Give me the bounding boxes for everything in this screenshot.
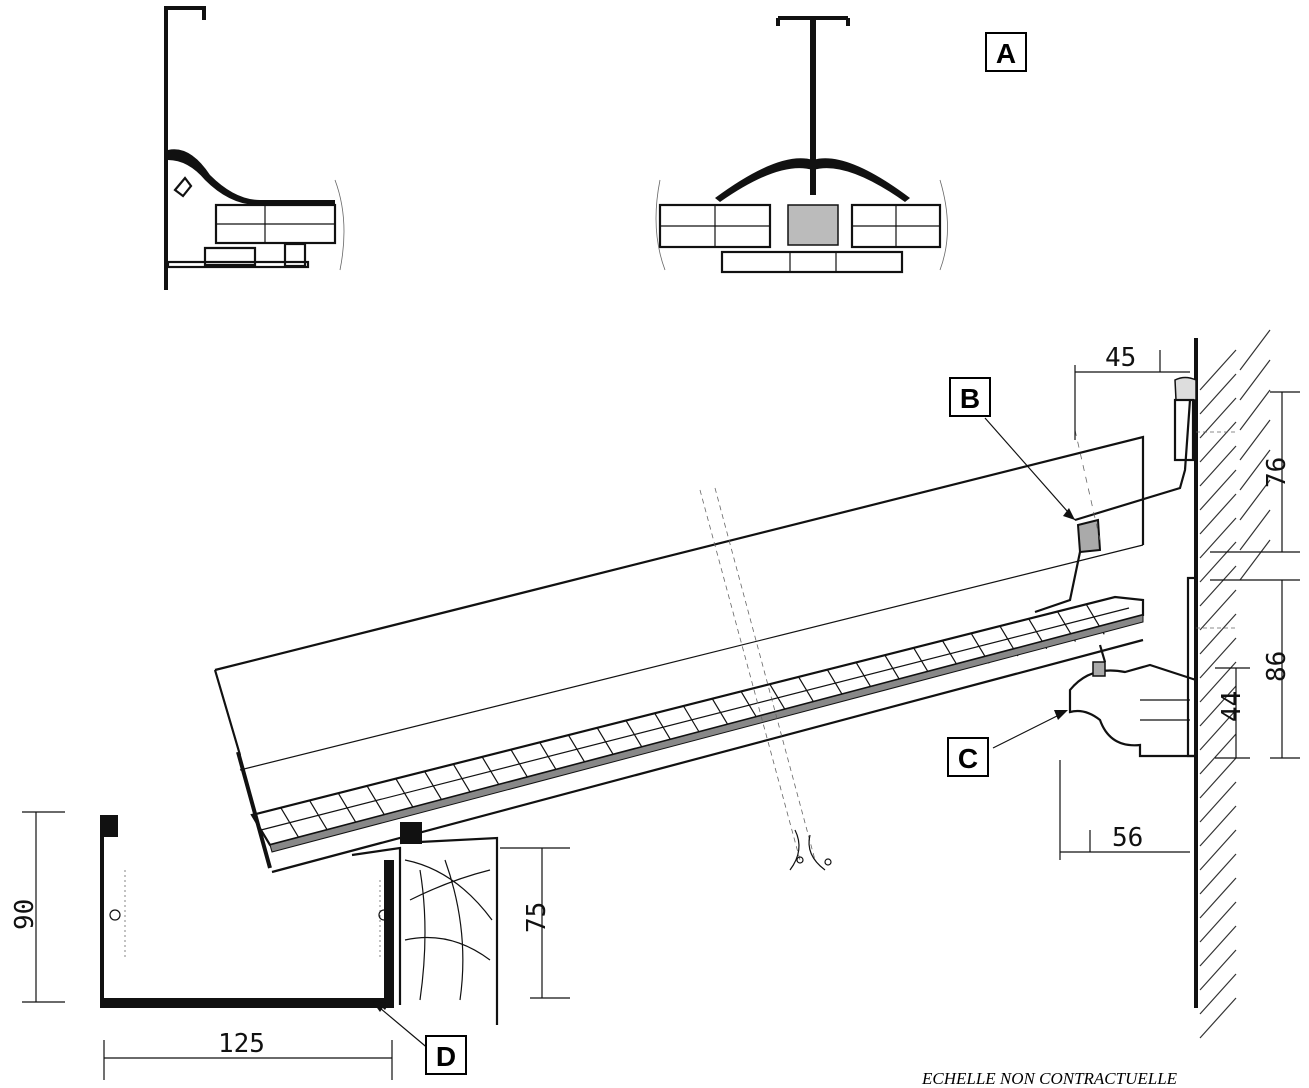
dim-90: 90 <box>10 899 40 930</box>
dimension-upper-height: 76 <box>1210 391 1300 553</box>
label-b: B <box>949 377 991 417</box>
detail-t-profile <box>655 16 948 274</box>
label-c-text: C <box>958 743 978 774</box>
dim-125: 125 <box>218 1029 265 1059</box>
dimension-seal-height: 44 <box>1215 667 1250 759</box>
dimension-gutter-height: 90 <box>10 811 65 1003</box>
dim-45: 45 <box>1105 343 1136 373</box>
dimension-bracket-height: 75 <box>500 847 570 999</box>
label-d-text: D <box>436 1041 456 1072</box>
gutter <box>100 815 394 1010</box>
detail-wall-profile <box>164 6 345 290</box>
dim-75: 75 <box>522 902 552 933</box>
dimension-gutter-width: 125 <box>103 1029 393 1080</box>
leader-lines <box>372 417 1076 1051</box>
label-d: D <box>425 1035 467 1075</box>
label-c: C <box>947 737 989 777</box>
dim-44: 44 <box>1217 691 1247 722</box>
wall <box>1194 329 1271 1039</box>
gutter-bracket <box>351 822 499 1025</box>
label-a-text: A <box>996 38 1016 69</box>
dim-86: 86 <box>1262 651 1292 682</box>
lower-wall-profile <box>1068 576 1235 758</box>
dimension-top-offset: 45 <box>1074 343 1190 440</box>
label-b-text: B <box>960 383 980 414</box>
label-a: A <box>985 32 1027 72</box>
scale-note: ECHELLE NON CONTRACTUELLE <box>921 1069 1178 1088</box>
roof-panel <box>213 435 1145 874</box>
dim-56: 56 <box>1112 823 1143 853</box>
top-wall-connection <box>1034 376 1235 614</box>
dimension-lower-height: 86 <box>1210 579 1300 759</box>
dim-76: 76 <box>1262 457 1292 488</box>
dimension-bottom-offset: 56 <box>1059 760 1190 860</box>
